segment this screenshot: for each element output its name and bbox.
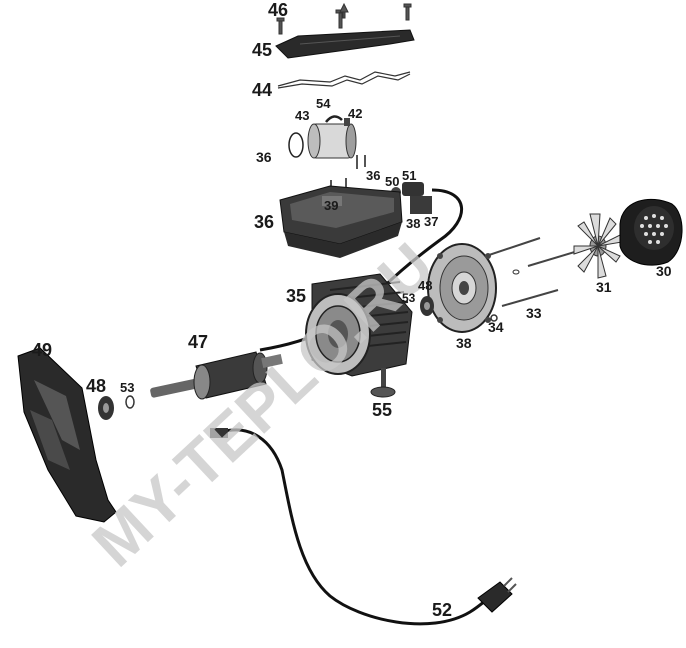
callout-53-rear: 53 [402, 291, 416, 305]
callout-47: 47 [188, 332, 208, 352]
part-terminal-screws [330, 155, 366, 190]
callout-44: 44 [252, 80, 272, 100]
callout-38-shield: 38 [456, 335, 472, 351]
callout-54: 54 [316, 96, 331, 111]
part-38-endshield [427, 243, 497, 333]
callout-31: 31 [596, 279, 612, 295]
part-31-fan [573, 213, 623, 279]
callout-39: 39 [324, 198, 338, 213]
part-43-capacitor [288, 115, 357, 159]
callout-52: 52 [432, 600, 452, 620]
callout-36-screws: 36 [366, 168, 380, 183]
part-33-tie-rods [485, 237, 589, 307]
callout-30: 30 [656, 263, 672, 279]
part-49-front-bracket [17, 347, 117, 523]
part-48-bearing-rear [420, 296, 434, 316]
part-30-fan-cover [619, 198, 683, 266]
callout-55: 55 [372, 400, 392, 420]
part-48-bearing-front [98, 396, 114, 420]
callout-45: 45 [252, 40, 272, 60]
callout-53-front: 53 [120, 380, 134, 395]
callout-43: 43 [295, 108, 309, 123]
callout-33: 33 [526, 305, 542, 321]
part-46-screws [276, 2, 412, 35]
part-36-terminal-box [279, 185, 403, 258]
callout-38-switch: 38 [406, 216, 420, 231]
callout-48-front: 48 [86, 376, 106, 396]
part-54-clip [325, 115, 343, 123]
callout-49: 49 [32, 340, 52, 360]
plug [477, 577, 517, 613]
part-washer-small [512, 269, 520, 275]
callout-46: 46 [268, 0, 288, 20]
callout-34: 34 [488, 319, 504, 335]
part-53-washer-front [125, 395, 135, 409]
callout-42: 42 [348, 106, 362, 121]
callout-51: 51 [402, 168, 416, 183]
part-55-foot [370, 368, 396, 398]
part-35-motor-stator [305, 273, 413, 377]
callout-36-ring: 36 [256, 149, 272, 165]
part-36-o-ring [288, 132, 304, 158]
part-47-rotor [150, 351, 283, 400]
callout-35: 35 [286, 286, 306, 306]
callout-48-rear: 48 [418, 278, 432, 293]
callout-36-box: 36 [254, 212, 274, 232]
part-44-gasket [277, 71, 411, 89]
callout-50: 50 [385, 174, 399, 189]
callout-37: 37 [424, 214, 438, 229]
part-52-power-cable [210, 428, 517, 626]
part-37-switch [410, 196, 432, 214]
part-45-cover-strip [275, 29, 415, 59]
part-34-washer [490, 314, 498, 322]
callout-labels: 46 45 44 54 43 42 36 36 51 50 39 36 38 3… [32, 0, 672, 620]
